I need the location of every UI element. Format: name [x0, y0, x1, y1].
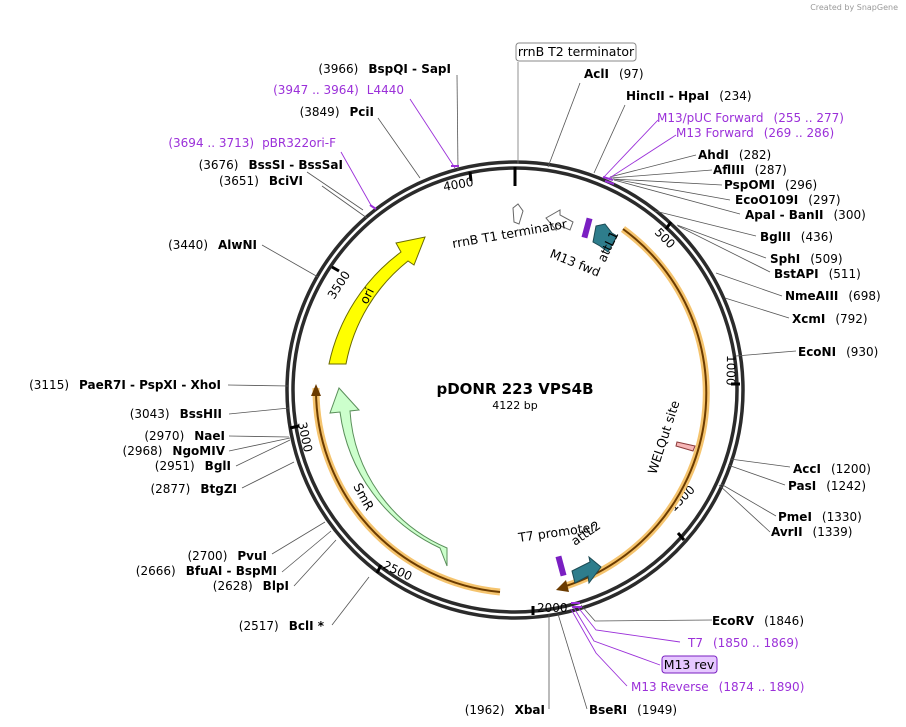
site-apai-banii: ApaI - BanII(300) [745, 208, 866, 222]
site-bgli: (2951)BglI [155, 459, 231, 473]
site-pmei: PmeI(1330) [778, 510, 862, 524]
backbone [285, 160, 745, 620]
site-econi: EcoNI(930) [798, 345, 878, 359]
tick-2000: 2000 [537, 601, 568, 615]
site-pcii: (3849)PciI [300, 105, 374, 119]
rrnb-t1-white-arrow [545, 209, 574, 232]
site-alwni: (3440)AlwNI [168, 238, 257, 252]
site-blpi: (2628)BlpI [213, 579, 289, 593]
primer-leader-lines [340, 98, 681, 687]
site-bfuai-bspmi: (2666)BfuAI - BspMI [136, 564, 277, 578]
site-bstapi: BstAPI(511) [774, 267, 861, 281]
site-acci: AccI(1200) [793, 462, 871, 476]
m13-fwd-label: M13 fwd [548, 246, 603, 280]
site-btgzi: (2877)BtgZI [150, 482, 237, 496]
site-ecorv: EcoRV(1846) [712, 614, 804, 628]
site-bspqi-sapi: (3966)BspQI - SapI [318, 62, 451, 76]
tick-3000: 3000 [295, 421, 315, 454]
site-naei: (2970)NaeI [144, 429, 225, 443]
welqut-site-marker [675, 441, 696, 452]
ori-label: ori [356, 285, 377, 306]
site-xbai: (1962)XbaI [465, 703, 545, 717]
site-sphi: SphI(509) [770, 252, 843, 266]
svg-text:rrnB T2 terminator: rrnB T2 terminator [518, 44, 635, 59]
site-nmeaiii: NmeAIII(698) [785, 289, 881, 303]
site-bglii: BglII(436) [760, 230, 833, 244]
plasmid-name: pDONR 223 VPS4B [436, 380, 593, 398]
tick-4000: 4000 [442, 175, 475, 194]
ori-arrow [328, 236, 426, 365]
site-hincii-hpai: HincII - HpaI(234) [626, 89, 752, 103]
site-pspomi: PspOMI(296) [724, 178, 817, 192]
orf-arcs [311, 226, 710, 596]
t7-promoter-marker [555, 555, 567, 577]
site-ecoo109i: EcoO109I(297) [735, 193, 841, 207]
tick-1000: 1000 [723, 355, 738, 386]
site-acli: AclI(97) [584, 67, 644, 81]
m13-fwd-marker [581, 217, 593, 239]
site-bseri: BseRI(1949) [589, 703, 677, 717]
site-paer7i-pspxi-xhoi: (3115)PaeR7I - PspXI - XhoI [29, 378, 221, 392]
rrnb-t1-terminator-label: rrnB T1 terminator [451, 216, 569, 251]
site-afliii: AflIII(287) [713, 163, 787, 177]
welqut-site-label: WELQut site [645, 398, 683, 476]
site-pvui: (2700)PvuI [187, 549, 267, 563]
primer-t7: T7(1850 .. 1869) [687, 636, 799, 650]
site-bcli: (2517)BclI * [239, 619, 325, 633]
site-bsssi-bsssai: (3676)BssSI - BssSaI [199, 158, 343, 172]
smr-arrow [329, 387, 448, 567]
m13-rev-label: M13 rev [661, 655, 718, 674]
leader-lines-left [227, 74, 550, 709]
primer-marks [369, 165, 615, 608]
primer-pbr322ori-f: (3694 .. 3713)pBR322ori-F [168, 136, 336, 150]
primer-m13-puc-forward: M13/pUC Forward(255 .. 277) [657, 111, 844, 125]
attl2-arrow [571, 555, 602, 585]
primer-l4440: (3947 .. 3964)L4440 [273, 83, 404, 97]
site-labels-right: AclI(97) HincII - HpaI(234) AhdI(282) Af… [584, 67, 881, 717]
site-ngomiv: (2968)NgoMIV [123, 444, 226, 458]
rrnb-t2-terminator-label: rrnB T2 terminator [515, 42, 637, 164]
primer-m13-forward: M13 Forward(269 .. 286) [676, 126, 834, 140]
site-avrii: AvrII(1339) [771, 525, 852, 539]
site-xcmi: XcmI(792) [792, 312, 868, 326]
site-bcivi: (3651)BciVI [219, 174, 303, 188]
site-ahdi: AhdI(282) [698, 148, 771, 162]
svg-text:M13 rev: M13 rev [664, 657, 715, 672]
primer-labels: (3947 .. 3964)L4440 (3694 .. 3713)pBR322… [168, 83, 844, 694]
plasmid-size: 4122 bp [492, 399, 537, 412]
attl1-arrow [592, 223, 618, 253]
tick-3500: 3500 [325, 268, 353, 301]
site-pasi: PasI(1242) [788, 479, 866, 493]
site-labels-left: (3966)BspQI - SapI (3849)PciI (3676)BssS… [29, 62, 545, 717]
leader-lines-right [547, 82, 797, 710]
tick-500: 500 [652, 225, 678, 251]
snapgene-credit: Created by SnapGene [810, 3, 898, 12]
site-bsshii: (3043)BssHII [130, 407, 222, 421]
primer-m13-reverse: M13 Reverse(1874 .. 1890) [631, 680, 804, 694]
rrnb-t1-arrow [512, 203, 524, 225]
